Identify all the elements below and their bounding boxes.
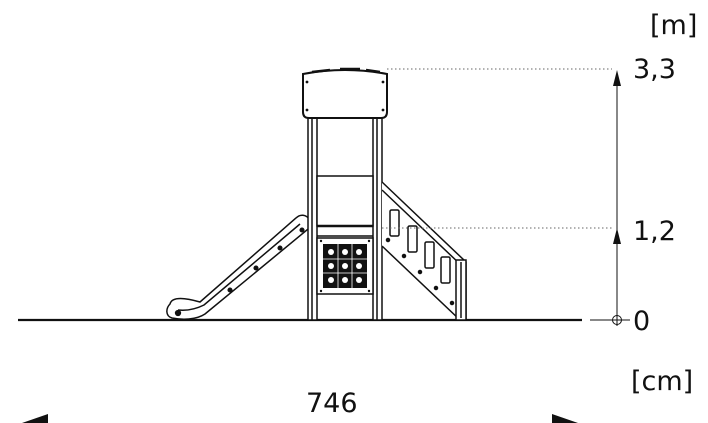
roof-panel (302, 67, 388, 119)
height-mark-platform: 1,2 (633, 216, 676, 247)
climbing-ramp (381, 181, 467, 321)
height-mark-ground: 0 (633, 306, 650, 337)
width-value-label: 746 (306, 388, 358, 419)
slide (166, 214, 314, 320)
tower-upper-panel (316, 175, 374, 237)
height-leaders (382, 68, 612, 229)
tower-game-panel (316, 237, 374, 295)
width-unit-label: [cm] (631, 366, 693, 397)
height-mark-top: 3,3 (633, 54, 676, 85)
height-unit-label: [m] (650, 10, 697, 41)
width-dimension-line (22, 414, 578, 423)
height-dimension-line (590, 70, 630, 326)
